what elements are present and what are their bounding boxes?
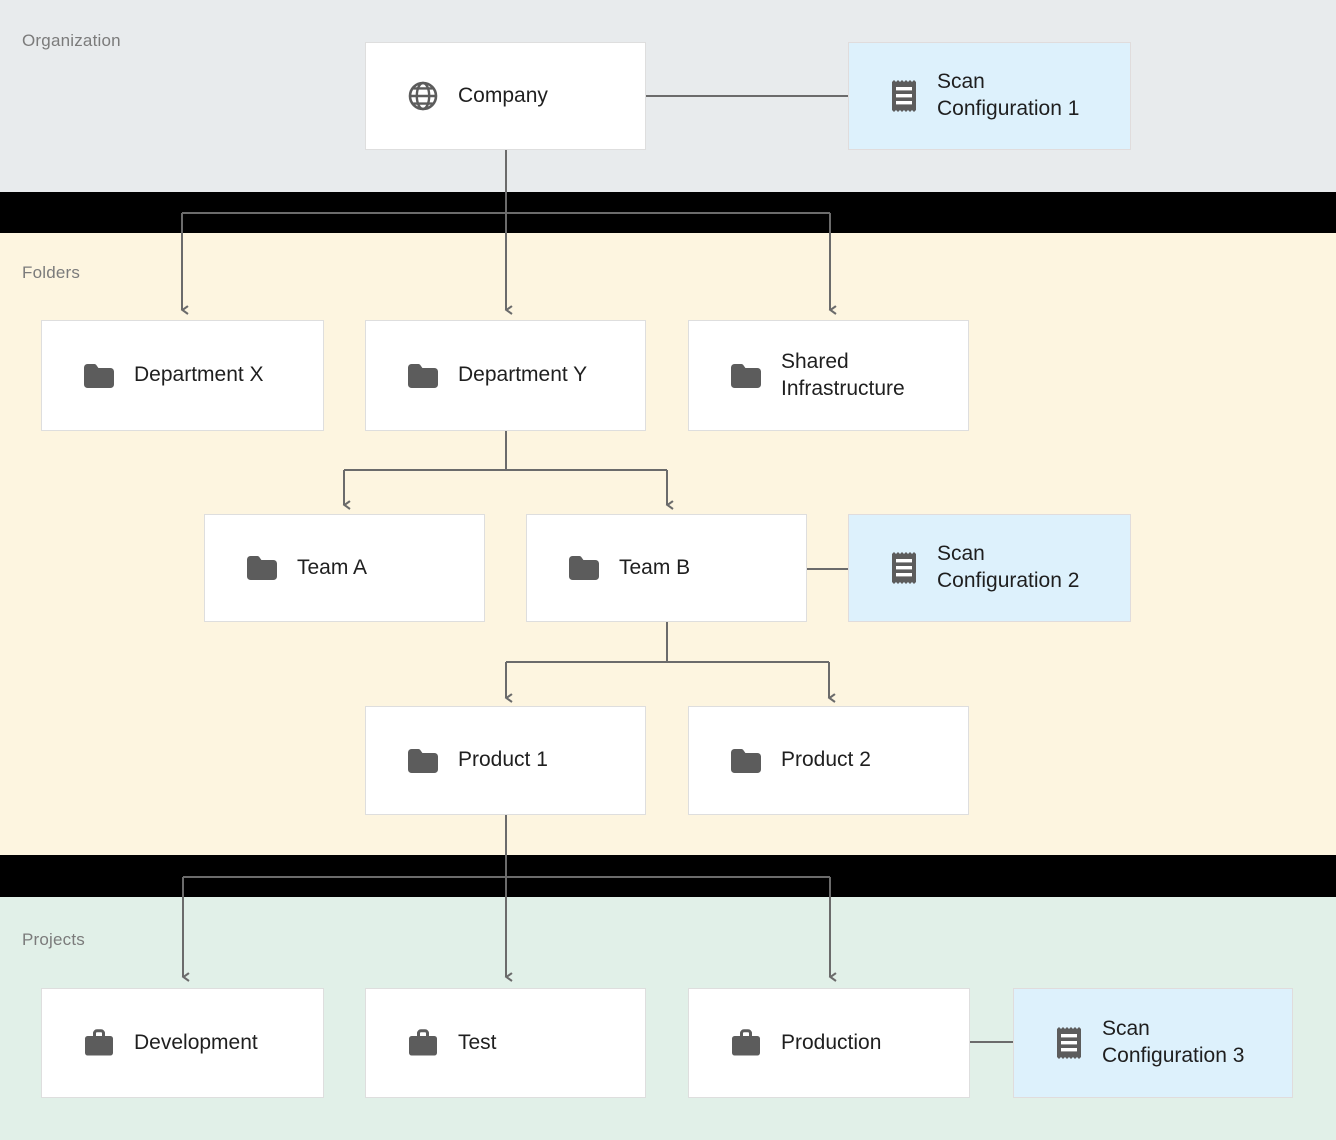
- node-product-1[interactable]: Product 1: [365, 706, 646, 815]
- folder-icon: [406, 359, 440, 393]
- receipt-icon: [1052, 1026, 1086, 1060]
- receipt-icon: [887, 79, 921, 113]
- folder-icon: [82, 359, 116, 393]
- node-label: Test: [458, 1030, 497, 1054]
- band-separator-top: [0, 192, 1336, 233]
- band-label-folders: Folders: [22, 263, 81, 282]
- node-production[interactable]: Production: [688, 988, 970, 1098]
- node-team-a[interactable]: Team A: [204, 514, 485, 622]
- node-scan-configuration-1[interactable]: Scan Configuration 1: [848, 42, 1131, 150]
- band-label-organization: Organization: [22, 31, 121, 50]
- node-label: Team B: [619, 555, 691, 579]
- node-department-x[interactable]: Department X: [41, 320, 324, 431]
- node-label: Scan Configuration 2: [937, 542, 1080, 592]
- node-department-y[interactable]: Department Y: [365, 320, 646, 431]
- briefcase-icon: [82, 1026, 116, 1060]
- node-scan-configuration-3[interactable]: Scan Configuration 3: [1013, 988, 1293, 1098]
- band-organization: [0, 0, 1336, 192]
- folder-icon: [567, 551, 601, 585]
- node-label: Scan Configuration 3: [1102, 1017, 1245, 1067]
- node-label: Development: [134, 1030, 258, 1054]
- node-label: Product 1: [458, 748, 548, 772]
- node-label: Shared Infrastructure: [781, 349, 905, 400]
- folder-icon: [729, 744, 763, 778]
- band-separator-bottom: [0, 855, 1336, 897]
- globe-icon: [406, 79, 440, 113]
- briefcase-icon: [406, 1026, 440, 1060]
- node-label: Team A: [297, 555, 368, 579]
- node-team-b[interactable]: Team B: [526, 514, 807, 622]
- receipt-icon: [887, 551, 921, 585]
- node-label: Scan Configuration 1: [937, 70, 1080, 120]
- band-label-projects: Projects: [22, 930, 86, 949]
- folder-icon: [406, 744, 440, 778]
- briefcase-icon: [729, 1026, 763, 1060]
- node-scan-configuration-2[interactable]: Scan Configuration 2: [848, 514, 1131, 622]
- node-label: Department X: [134, 363, 264, 387]
- node-label: Production: [781, 1030, 882, 1054]
- node-product-2[interactable]: Product 2: [688, 706, 969, 815]
- node-label: Company: [458, 83, 548, 107]
- folder-icon: [729, 359, 763, 393]
- node-label: Product 2: [781, 748, 871, 772]
- node-test[interactable]: Test: [365, 988, 646, 1098]
- node-development[interactable]: Development: [41, 988, 324, 1098]
- node-shared-infrastructure[interactable]: Shared Infrastructure: [688, 320, 969, 431]
- node-label: Department Y: [458, 363, 588, 387]
- node-company[interactable]: Company: [365, 42, 646, 150]
- folder-icon: [245, 551, 279, 585]
